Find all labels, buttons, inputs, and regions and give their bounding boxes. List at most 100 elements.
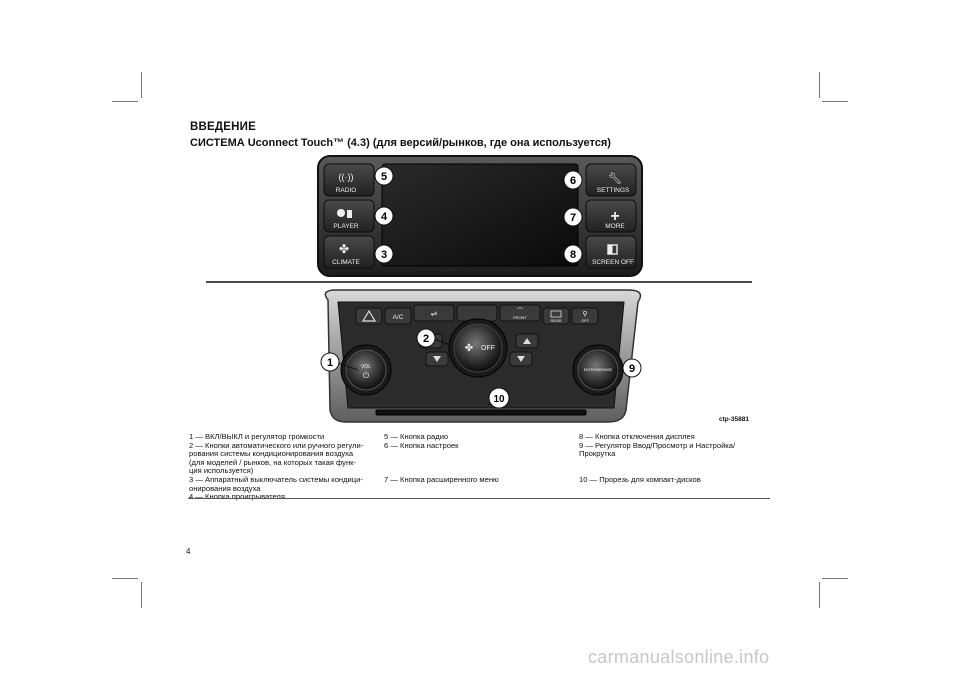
arrow-down-icon (517, 356, 525, 362)
climate-button[interactable]: ✤ CLIMATE (323, 235, 375, 269)
svg-text:4: 4 (381, 211, 388, 223)
arrow-up-icon (523, 338, 531, 344)
crop-mark (822, 578, 848, 579)
radio-icon: ((·)) (339, 172, 354, 182)
legend-column-2: 5 — Кнопка радио 6 — Кнопка настроек 7 —… (384, 432, 572, 485)
svg-text:OFF: OFF (481, 345, 495, 352)
fan-icon: ✤ (339, 242, 349, 256)
section-subtitle: СИСТЕМА Uconnect Touch™ (4.3) (для верси… (190, 137, 611, 149)
uconnect-figure: ((·)) RADIO PLAYER ✤ CLIMATE 🔧︎ SETTINGS… (188, 150, 770, 426)
wrench-icon: 🔧︎ (608, 172, 622, 185)
legend-column-1: 1 — ВКЛ/ВЫКЛ и регулятор громкости 2 — К… (189, 432, 377, 502)
svg-text:6: 6 (570, 175, 576, 187)
svg-text:FRONT: FRONT (513, 315, 527, 320)
callout-10: 10 (487, 387, 510, 409)
figure-id: ctp-35881 (719, 416, 749, 423)
defrost-icon: ⌒ (517, 308, 523, 315)
svg-text:5: 5 (381, 171, 387, 183)
ac-button[interactable]: A/C (384, 307, 412, 325)
crop-mark (141, 72, 142, 98)
rear-defrost-button[interactable]: REAR (542, 307, 570, 325)
arrow-down-icon (433, 356, 441, 362)
temp-right-up-button[interactable] (515, 333, 539, 349)
crop-mark (822, 101, 848, 102)
player-icon (337, 209, 345, 217)
crop-mark (141, 582, 142, 608)
svg-text:SCREEN OFF: SCREEN OFF (592, 259, 634, 266)
crop-mark (112, 578, 138, 579)
seat-off-button[interactable]: ⚲ OFF (571, 307, 599, 325)
svg-text:3: 3 (381, 249, 387, 261)
svg-text:PLAYER: PLAYER (333, 223, 358, 230)
legend-line: 10 — Прорезь для компакт-дисков (579, 474, 701, 484)
legend-line: 6 — Кнопка настроек (384, 440, 459, 450)
svg-text:VOL: VOL (361, 364, 371, 370)
svg-text:RADIO: RADIO (336, 187, 357, 194)
svg-text:7: 7 (570, 212, 576, 224)
legend-line: онирования воздуха (189, 483, 261, 493)
svg-text:REAR: REAR (550, 318, 561, 323)
legend-line: 9 — Регулятор Ввод/Просмотр и Настройка/ (579, 440, 736, 450)
callout-9: 9 (617, 358, 642, 378)
svg-text:SETTINGS: SETTINGS (597, 187, 630, 194)
callout-8: 8 (563, 244, 583, 264)
temp-right-down-button[interactable] (509, 351, 533, 367)
crop-mark (112, 101, 138, 102)
callout-2: 2 (416, 328, 454, 348)
legend-line: 2 — Кнопки автоматического или ручного р… (189, 440, 364, 450)
hazard-icon (361, 309, 377, 322)
svg-text:ENTER/BROWSE: ENTER/BROWSE (584, 368, 613, 372)
svg-text:10: 10 (493, 394, 505, 405)
cd-slot (375, 409, 587, 416)
callout-4: 4 (374, 206, 394, 226)
screen-off-button[interactable]: SCREEN OFF (585, 235, 637, 269)
settings-button[interactable]: 🔧︎ SETTINGS (585, 163, 637, 197)
volume-knob[interactable]: VOL ⏻ (340, 344, 392, 396)
legend-rule (188, 498, 770, 499)
seat-icon: ⚲ (582, 310, 587, 318)
legend-line: Прокрутка (579, 449, 616, 459)
svg-text:1: 1 (327, 357, 333, 369)
enter-browse-knob[interactable]: ENTER/BROWSE (572, 344, 624, 396)
more-button[interactable]: + MORE (585, 199, 637, 233)
svg-text:CLIMATE: CLIMATE (332, 259, 360, 266)
svg-text:8: 8 (570, 249, 576, 261)
power-icon: ⏻ (363, 371, 370, 380)
callout-7: 7 (563, 207, 583, 227)
callout-1: 1 (320, 352, 359, 372)
rear-window-icon (550, 310, 562, 318)
fan-icon: ✤ (465, 343, 473, 354)
legend-line: 7 — Кнопка расширенного меню (384, 474, 499, 484)
legend-line: 4 — Кнопка проигрывателя (189, 492, 285, 502)
legend-line: 8 — Кнопка отключения дисплея (579, 432, 695, 441)
svg-text:OFF: OFF (581, 318, 590, 323)
svg-text:9: 9 (629, 363, 635, 375)
page-number: 4 (186, 547, 191, 556)
legend-line: рования системы кондиционирования воздух… (189, 449, 354, 459)
legend-line: ция используется) (189, 466, 254, 476)
crop-mark (819, 582, 820, 608)
front-defrost-button[interactable]: ⌒ FRONT (499, 304, 541, 322)
section-title: ВВЕДЕНИЕ (190, 121, 256, 133)
car-recirculation-icon: ⇌ (431, 309, 438, 318)
svg-text:2: 2 (423, 333, 429, 345)
crop-mark (819, 72, 820, 98)
player-button[interactable]: PLAYER (323, 199, 375, 233)
callout-5: 5 (374, 166, 394, 186)
plus-icon: + (610, 208, 619, 225)
legend-column-3: 8 — Кнопка отключения дисплея 9 — Регуля… (579, 432, 767, 485)
temp-left-down-button[interactable] (425, 351, 449, 367)
legend-line: 3 — Аппаратный выключатель системы конди… (189, 474, 363, 484)
callout-6: 6 (563, 170, 583, 190)
radio-button[interactable]: ((·)) RADIO (323, 163, 375, 197)
legend-line: 1 — ВКЛ/ВЫКЛ и регулятор громкости (189, 432, 325, 441)
callout-3: 3 (374, 244, 394, 264)
legend-line: (для моделей / рынков, на которых такая … (189, 457, 357, 467)
fan-knob[interactable]: ✤ OFF (448, 318, 508, 378)
svg-text:A/C: A/C (393, 314, 404, 321)
hazard-button[interactable] (355, 307, 383, 325)
watermark: carmanualsonline.info (588, 647, 770, 667)
recirculation-button[interactable]: ⇌ (413, 304, 455, 322)
legend-line: 5 — Кнопка радио (384, 432, 449, 441)
svg-text:MORE: MORE (605, 223, 625, 230)
